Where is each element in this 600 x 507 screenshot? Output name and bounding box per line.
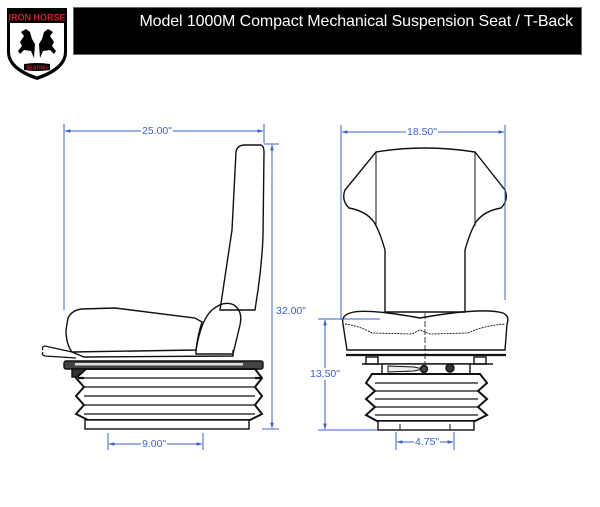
dim-base-width: 4.75" xyxy=(414,436,441,448)
dim-overall-height: 32.00" xyxy=(275,305,308,317)
iron-horse-logo: IRON HORSE SEATING xyxy=(7,8,67,80)
header-banner: Model 1000M Compact Mechanical Suspensio… xyxy=(73,7,582,55)
horse-left-icon xyxy=(18,29,35,58)
dim-seat-height: 13.50" xyxy=(309,368,342,380)
logo-text-top: IRON HORSE xyxy=(8,13,65,23)
front-base xyxy=(377,420,475,431)
side-base xyxy=(84,419,250,430)
horse-right-icon xyxy=(39,29,56,58)
dim-overall-width: 18.50" xyxy=(406,126,439,138)
side-lever xyxy=(41,345,77,359)
side-cushion xyxy=(65,307,203,353)
front-cushion xyxy=(341,310,509,351)
dim-base-depth: 9.00" xyxy=(141,438,168,450)
side-bellows xyxy=(74,368,264,421)
front-bellows xyxy=(364,373,489,422)
dim-overall-depth: 25.00" xyxy=(141,125,174,137)
page-title: Model 1000M Compact Mechanical Suspensio… xyxy=(139,13,573,30)
front-view xyxy=(341,147,509,431)
logo-text-bottom: SEATING xyxy=(26,66,48,72)
side-lumbar xyxy=(195,302,242,355)
side-view xyxy=(41,144,265,430)
side-backrest xyxy=(219,144,265,311)
front-backrest xyxy=(342,147,508,313)
